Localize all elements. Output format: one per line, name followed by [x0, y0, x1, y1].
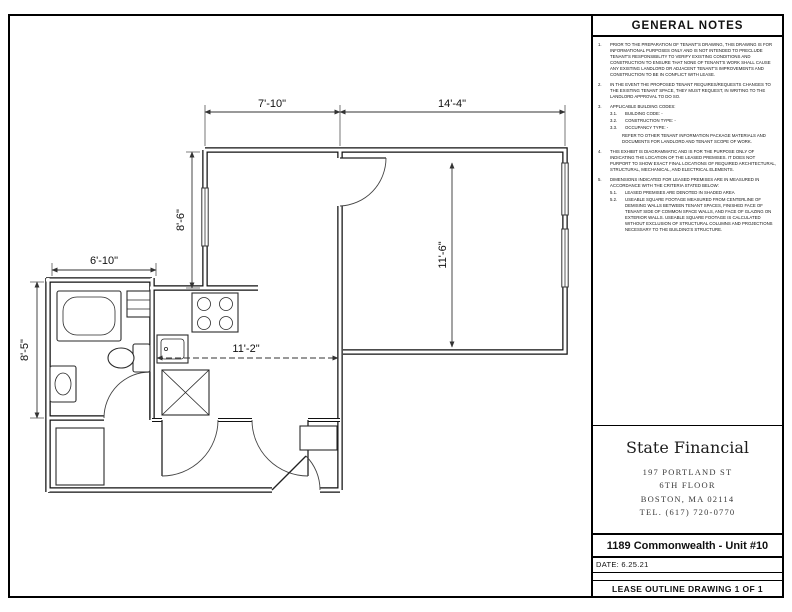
door-entry	[271, 455, 321, 491]
refrigerator	[161, 369, 210, 416]
note-text: DIMENSIONS INDICATED FOR LEASED PREMISES…	[610, 177, 760, 189]
dim-kitchen-height-label: 8'-6"	[175, 209, 187, 231]
entry-shelf	[299, 425, 338, 451]
dim-living-height: 11'-6"	[437, 162, 455, 348]
title-block-panel: GENERAL NOTES 1. PRIOR TO THE PREPARATIO…	[591, 14, 784, 598]
note-number: 4.	[598, 149, 602, 155]
company-address-line: 197 PORTLAND ST	[642, 467, 733, 478]
general-notes-title: GENERAL NOTES	[593, 16, 782, 37]
note-text: IN THE EVENT THE PROPOSED TENANT REQUIRE…	[610, 82, 771, 100]
note-footnote: REFER TO OTHER TENANT INFORMATION PACKAG…	[622, 133, 766, 145]
door-living-room	[339, 157, 387, 207]
date-value: 6.25.21	[621, 560, 649, 569]
dim-dining-width: 11'-2"	[156, 343, 339, 361]
dimensions: 7'-10" 14'-4" 8'-6" 11'-6" 6'-10" 8'-5"	[19, 98, 566, 419]
note-number: 3.2.	[610, 118, 618, 124]
note-subitem: 5.2. USEABLE SQUARE FOOTAGE MEASURED FRO…	[610, 197, 776, 233]
kitchen-sink	[156, 334, 189, 364]
dim-bath-width: 6'-10"	[51, 255, 157, 276]
note-item: 2. IN THE EVENT THE PROPOSED TENANT REQU…	[598, 82, 776, 100]
dim-dining-width-label: 11'-2"	[232, 343, 259, 355]
company-address: 197 PORTLAND ST 6TH FLOOR BOSTON, MA 021…	[597, 466, 778, 519]
note-number: 3.3.	[610, 125, 618, 131]
note-text: USEABLE SQUARE FOOTAGE MEASURED FROM CEN…	[625, 197, 773, 233]
note-number: 5.2.	[610, 197, 618, 203]
note-number: 1.	[598, 42, 602, 47]
toilet	[107, 343, 151, 373]
note-text: PRIOR TO THE PREPARATION OF TENANT'S DRA…	[610, 42, 773, 78]
fixtures	[49, 290, 338, 486]
note-text: BUILDING CODE: -	[625, 111, 663, 117]
dim-top-right: 14'-4"	[339, 98, 566, 146]
dim-top-right-label: 14'-4"	[438, 98, 466, 110]
company-block: State Financial 197 PORTLAND ST 6TH FLOO…	[593, 425, 782, 533]
dim-bath-height-label: 8'-5"	[19, 339, 31, 361]
dim-top-left: 7'-10"	[204, 98, 341, 146]
hall-closet	[55, 427, 105, 486]
dim-bath-height: 8'-5"	[19, 281, 44, 419]
company-address-line: 6TH FLOOR	[659, 480, 716, 491]
date-row: DATE: 6.25.21	[593, 558, 782, 573]
dim-bath-width-label: 6'-10"	[90, 255, 118, 267]
note-text: CONSTRUCTION TYPE: -	[625, 118, 676, 124]
sheet-footer: LEASE OUTLINE DRAWING 1 OF 1	[593, 580, 782, 596]
note-item: 1. PRIOR TO THE PREPARATION OF TENANT'S …	[598, 42, 776, 78]
company-address-line: BOSTON, MA 02114	[640, 493, 735, 504]
stove	[191, 292, 239, 333]
drawing-title: 1189 Commonwealth - Unit #10	[593, 533, 782, 558]
note-text: THIS EXHIBIT IS DIAGRAMMATIC AND IS FOR …	[610, 149, 777, 173]
note-subitem: 3.1. BUILDING CODE: -	[610, 111, 776, 117]
door-bathroom	[103, 371, 151, 419]
note-number: 3.	[598, 104, 602, 110]
note-subitem: 5.1. LEASED PREMISES ARE DENOTED IN SHAD…	[610, 190, 776, 196]
note-number: 3.1.	[610, 111, 618, 117]
note-subitem: 3.2. CONSTRUCTION TYPE: -	[610, 118, 776, 124]
general-notes-list: 1. PRIOR TO THE PREPARATION OF TENANT'S …	[593, 37, 782, 238]
date-label: DATE:	[596, 560, 620, 569]
note-item: 5. DIMENSIONS INDICATED FOR LEASED PREMI…	[598, 177, 776, 189]
dim-kitchen-height: 8'-6"	[175, 151, 200, 289]
windows	[201, 162, 569, 288]
note-number: 5.	[598, 177, 602, 183]
dim-living-height-label: 11'-6"	[437, 241, 449, 268]
bathtub	[56, 290, 122, 342]
note-text: APPLICABLE BUILDING CODES:	[610, 104, 676, 110]
note-number: 2.	[598, 82, 602, 88]
note-item: 3. APPLICABLE BUILDING CODES:	[598, 104, 776, 110]
dim-top-left-label: 7'-10"	[258, 98, 286, 110]
note-number: 5.1.	[610, 190, 618, 196]
door-hall-left	[161, 419, 219, 477]
company-address-line: TEL. (617) 720-0770	[639, 506, 736, 517]
doors	[103, 157, 387, 491]
note-item: 4. THIS EXHIBIT IS DIAGRAMMATIC AND IS F…	[598, 149, 776, 173]
bath-sink	[49, 365, 77, 403]
note-text: OCCUPANCY TYPE: -	[625, 125, 669, 131]
note-text: LEASED PREMISES ARE DENOTED IN SHADED AR…	[625, 190, 735, 196]
note-subitem: 3.3. OCCUPANCY TYPE: -	[610, 125, 776, 131]
walls	[45, 147, 568, 493]
bath-shelf	[126, 290, 151, 318]
company-name: State Financial	[625, 438, 749, 458]
